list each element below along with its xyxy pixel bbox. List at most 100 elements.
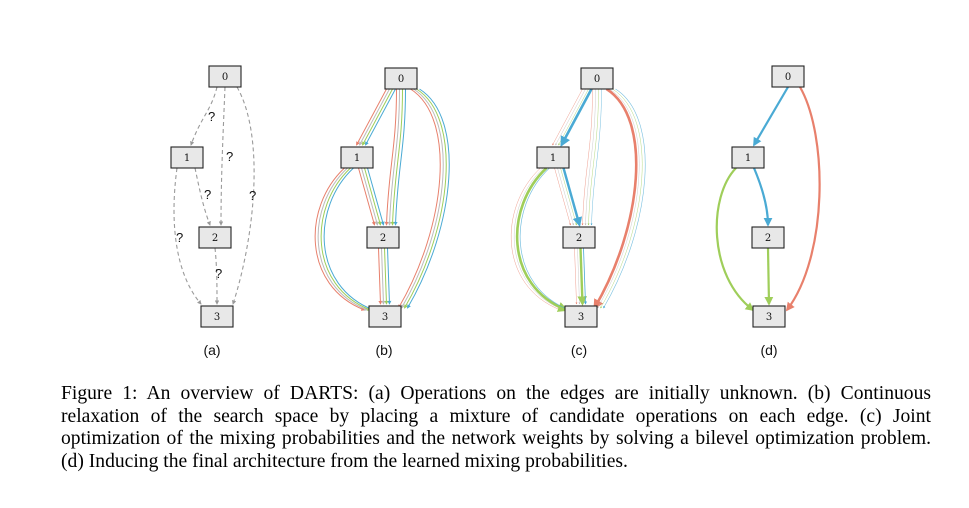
edge-1-2-op — [562, 167, 583, 227]
edge-1-3 — [173, 167, 202, 305]
edge-1-3 — [715, 167, 755, 312]
node-label: 3 — [382, 312, 388, 323]
unknown-op-mark: ? — [204, 187, 211, 202]
edge-1-2-op — [364, 167, 382, 226]
node-label: 0 — [398, 74, 404, 85]
edge-0-3 — [785, 86, 821, 312]
unknown-op-mark: ? — [215, 266, 222, 281]
edge-1-2-op — [358, 167, 376, 226]
edge-0-1-op — [365, 88, 396, 146]
edge-0-3-op — [593, 87, 638, 310]
edge-1-3-op — [515, 167, 569, 312]
node-2: 2 — [198, 226, 232, 249]
edge-0-2-op — [384, 88, 397, 226]
node-box — [731, 146, 765, 169]
node-box — [751, 226, 785, 249]
node-2: 2 — [366, 226, 400, 249]
node-label: 2 — [212, 233, 218, 244]
edge-1-2 — [752, 167, 773, 227]
edge-1-3-op — [314, 167, 366, 311]
edge-0-3-op — [404, 88, 447, 309]
edge-0-1-op — [558, 88, 589, 146]
node-label: 2 — [576, 233, 582, 244]
unknown-op-mark: ? — [226, 149, 233, 164]
node-0: 0 — [384, 67, 418, 90]
edge-0-1-op — [356, 88, 387, 146]
edge-0-2-op — [587, 88, 599, 226]
node-1: 1 — [340, 146, 374, 169]
edge-2-3-op — [387, 247, 392, 305]
caption-text: An overview of DARTS: (a) Operations on … — [61, 383, 932, 472]
node-label: 0 — [785, 72, 791, 83]
node-box — [368, 305, 402, 328]
edge-0-1-op — [362, 88, 393, 146]
edge-0-1-op — [359, 88, 390, 146]
edge-2-3-op — [381, 247, 386, 305]
node-box — [752, 305, 786, 328]
node-label: 3 — [578, 312, 584, 323]
node-box — [536, 146, 570, 169]
panel-label-b: (b) — [375, 342, 392, 358]
edge-1-2-op — [361, 167, 379, 226]
edge-0-3-op — [398, 88, 441, 309]
edge-0-2-op — [590, 88, 602, 226]
edge-1-2 — [194, 167, 211, 226]
node-1: 1 — [170, 146, 204, 169]
edge-1-2-op — [557, 167, 575, 226]
node-label: 1 — [550, 153, 556, 164]
edge-1-3-op — [323, 167, 375, 311]
edge-0-3-op — [597, 88, 640, 309]
edge-0-3-op — [600, 88, 643, 309]
edge-0-1 — [753, 86, 789, 147]
node-box — [580, 67, 614, 90]
node-box — [384, 67, 418, 90]
edge-1-2-op — [367, 167, 385, 226]
node-box — [562, 226, 596, 249]
node-3: 3 — [368, 305, 402, 328]
node-2: 2 — [751, 226, 785, 249]
edge-0-1 — [190, 86, 218, 146]
unknown-op-mark: ? — [208, 109, 215, 124]
edge-0-3-op — [401, 88, 444, 309]
edge-1-2-op — [560, 167, 578, 226]
edge-0-3-op — [603, 88, 646, 309]
edge-0-1-op — [560, 88, 593, 147]
edge-0-2-op — [393, 88, 406, 226]
edge-2-3-op — [577, 247, 581, 305]
node-box — [208, 65, 242, 88]
edge-1-3-op — [513, 167, 564, 311]
node-0: 0 — [580, 67, 614, 90]
node-label: 0 — [222, 72, 228, 83]
edge-1-2-op — [554, 167, 572, 226]
edge-0-3 — [231, 86, 255, 305]
edge-0-3-op — [407, 88, 450, 309]
edge-1-3-op — [519, 167, 571, 311]
node-label: 2 — [380, 233, 386, 244]
node-3: 3 — [200, 305, 234, 328]
node-2: 2 — [562, 226, 596, 249]
node-label: 0 — [594, 74, 600, 85]
node-label: 1 — [354, 153, 360, 164]
panel-label-c: (c) — [571, 342, 587, 358]
node-box — [771, 65, 805, 88]
edge-2-3-op — [577, 247, 588, 306]
edge-1-3-op — [510, 167, 561, 311]
node-label: 3 — [766, 312, 772, 323]
node-3: 3 — [564, 305, 598, 328]
node-label: 1 — [184, 153, 190, 164]
node-0: 0 — [208, 65, 242, 88]
edge-2-3-op — [583, 247, 588, 305]
figure-caption: Figure 1: An overview of DARTS: (a) Oper… — [61, 383, 931, 473]
edge-0-2-op — [390, 88, 403, 226]
edges-layer — [173, 86, 821, 312]
node-box — [366, 226, 400, 249]
node-3: 3 — [752, 305, 786, 328]
caption-label: Figure 1: — [61, 383, 138, 404]
edge-1-3-op — [317, 167, 369, 311]
edge-0-1-op — [555, 88, 586, 146]
unknown-op-mark: ? — [176, 230, 183, 245]
edge-2-3-op — [574, 247, 578, 305]
node-label: 3 — [214, 312, 220, 323]
edge-0-2-op — [584, 88, 596, 226]
